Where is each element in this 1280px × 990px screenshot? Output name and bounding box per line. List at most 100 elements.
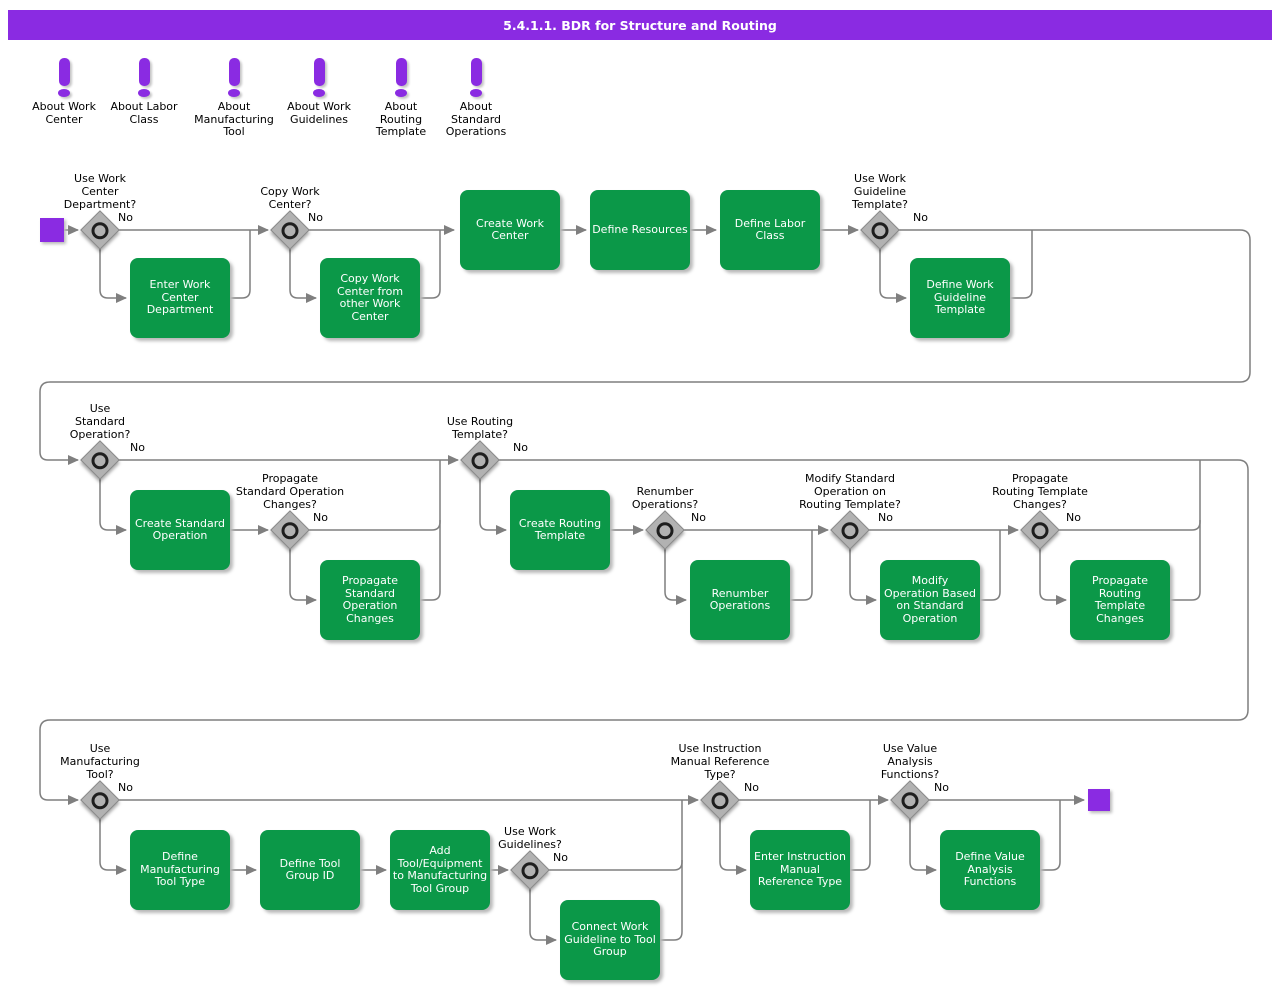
task-renumber-operations[interactable]: Renumber Operations <box>690 560 790 640</box>
task-propagate-standard-operation-changes[interactable]: Propagate Standard Operation Changes <box>320 560 420 640</box>
about-icon-standard-operations[interactable]: About Standard Operations <box>431 58 521 139</box>
task-define-tool-group-id[interactable]: Define Tool Group ID <box>260 830 360 910</box>
edge-d3-to-task5 <box>879 248 907 303</box>
task-label: Create Standard Operation <box>134 516 226 542</box>
gateway-ring-icon <box>897 788 923 813</box>
title-bar: 5.4.1.1. BDR for Structure and Routing <box>8 10 1272 40</box>
task-enter-work-center-department[interactable]: Enter Work Center Department <box>130 258 230 338</box>
decision-use-manufacturing-tool <box>80 780 120 820</box>
edge-task7-merge <box>420 520 441 601</box>
edge-task17-merge <box>1040 800 1061 871</box>
decision-copy-work-center <box>270 210 310 250</box>
no-label: No <box>691 511 706 524</box>
edge-d12-to-task15 <box>529 888 557 945</box>
decision-propagate-routing-template-changes <box>1020 510 1060 550</box>
gateway-ring-icon <box>277 518 303 543</box>
about-icon-labor-class[interactable]: About Labor Class <box>99 58 189 126</box>
task-define-value-analysis-functions[interactable]: Define Value Analysis Functions <box>940 830 1040 910</box>
edge-task11-merge <box>1170 520 1201 601</box>
about-label: About Work Center <box>32 100 96 126</box>
decision-label: Propagate Routing Template Changes? <box>992 472 1088 511</box>
exclamation-icon <box>228 58 240 86</box>
decision-label: Copy Work Center? <box>260 185 320 211</box>
task-modify-operation-based-on-standard-operation[interactable]: Modify Operation Based on Standard Opera… <box>880 560 980 640</box>
exclamation-icon <box>395 58 407 86</box>
gateway-ring-icon <box>277 218 303 243</box>
task-define-labor-class[interactable]: Define Labor Class <box>720 190 820 270</box>
exclamation-dot-icon <box>138 89 150 97</box>
task-create-routing-template[interactable]: Create Routing Template <box>510 490 610 570</box>
no-label: No <box>308 211 323 224</box>
decision-label: Use Value Analysis Functions? <box>880 742 940 781</box>
about-label: About Standard Operations <box>445 100 507 138</box>
exclamation-dot-icon <box>395 89 407 97</box>
edge-d4-to-task6 <box>99 478 127 535</box>
exclamation-icon <box>313 58 325 86</box>
exclamation-dot-icon <box>313 89 325 97</box>
task-label: Copy Work Center from other Work Center <box>336 272 404 323</box>
decision-label: Use Work Guideline Template? <box>851 172 909 211</box>
task-connect-work-guideline-to-tool-group[interactable]: Connect Work Guideline to Tool Group <box>560 900 660 980</box>
about-icon-work-guidelines[interactable]: About Work Guidelines <box>274 58 364 126</box>
decision-label: Propagate Standard Operation Changes? <box>235 472 345 511</box>
no-label: No <box>118 211 133 224</box>
end-node <box>1088 789 1110 811</box>
task-create-standard-operation[interactable]: Create Standard Operation <box>130 490 230 570</box>
no-label: No <box>913 211 928 224</box>
gateway-ring-icon <box>87 448 113 473</box>
task-label: Renumber Operations <box>709 586 771 612</box>
exclamation-dot-icon <box>470 89 482 97</box>
about-label: About Manufacturing Tool <box>194 100 274 138</box>
about-icon-routing-template[interactable]: About Routing Template <box>356 58 446 139</box>
no-label: No <box>553 851 568 864</box>
decision-use-value-analysis-functions <box>890 780 930 820</box>
edge-task0-merge <box>230 230 251 299</box>
edge-d6-to-task7 <box>289 548 317 605</box>
decision-label: Use Manufacturing Tool? <box>60 742 140 781</box>
task-label: Connect Work Guideline to Tool Group <box>564 920 656 959</box>
gateway-ring-icon <box>87 218 113 243</box>
decision-label: Use Work Center Department? <box>63 172 137 211</box>
decision-label: Use Work Guidelines? <box>498 825 562 851</box>
edge-task5-merge <box>1010 230 1033 299</box>
edge-d10-to-task12 <box>99 818 127 875</box>
decision-propagate-standard-operation-changes <box>270 510 310 550</box>
decision-label: Renumber Operations? <box>631 485 699 511</box>
gateway-ring-icon <box>87 788 113 813</box>
no-label: No <box>130 441 145 454</box>
gateway-ring-icon <box>517 858 543 883</box>
decision-label: Use Routing Template? <box>446 415 514 441</box>
decision-use-work-center-department <box>80 210 120 250</box>
no-label: No <box>934 781 949 794</box>
task-create-work-center[interactable]: Create Work Center <box>460 190 560 270</box>
gateway-ring-icon <box>867 218 893 243</box>
edge-task1-merge <box>420 230 441 299</box>
edge-d8-to-task10 <box>849 548 877 605</box>
about-label: About Routing Template <box>375 100 427 138</box>
task-label: Define Manufacturing Tool Type <box>140 850 220 889</box>
decision-renumber-operations <box>645 510 685 550</box>
task-propagate-routing-template-changes[interactable]: Propagate Routing Template Changes <box>1070 560 1170 640</box>
about-icon-work-center[interactable]: About Work Center <box>19 58 109 126</box>
exclamation-icon <box>470 58 482 86</box>
task-copy-work-center-from-other-work-center[interactable]: Copy Work Center from other Work Center <box>320 258 420 338</box>
no-label: No <box>513 441 528 454</box>
edge-d11-to-task16 <box>719 818 747 875</box>
about-icon-manufacturing-tool[interactable]: About Manufacturing Tool <box>189 58 279 139</box>
gateway-ring-icon <box>1027 518 1053 543</box>
edge-d9-to-task11 <box>1039 548 1067 605</box>
decision-label: Use Instruction Manual Reference Type? <box>670 742 770 781</box>
task-define-resources[interactable]: Define Resources <box>590 190 690 270</box>
task-enter-instruction-manual-reference-type[interactable]: Enter Instruction Manual Reference Type <box>750 830 850 910</box>
no-label: No <box>1066 511 1081 524</box>
edge-d2-to-task1 <box>289 248 317 303</box>
about-label: About Work Guidelines <box>287 100 351 126</box>
about-label: About Labor Class <box>110 100 178 126</box>
task-define-manufacturing-tool-type[interactable]: Define Manufacturing Tool Type <box>130 830 230 910</box>
decision-modify-standard-operation <box>830 510 870 550</box>
page-title: 5.4.1.1. BDR for Structure and Routing <box>503 17 777 33</box>
task-add-tool-equipment-to-manufacturing-tool-group[interactable]: Add Tool/Equipment to Manufacturing Tool… <box>390 830 490 910</box>
task-define-work-guideline-template[interactable]: Define Work Guideline Template <box>910 258 1010 338</box>
edge-d13-to-task17 <box>909 818 937 875</box>
exclamation-dot-icon <box>58 89 70 97</box>
